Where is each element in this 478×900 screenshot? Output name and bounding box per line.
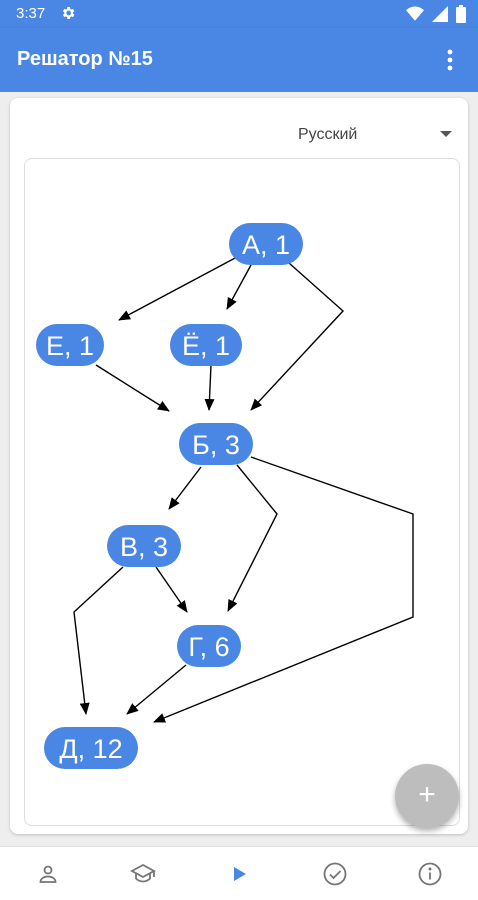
more-vert-icon[interactable]	[432, 42, 468, 78]
app-title: Решатор №15	[17, 48, 153, 70]
node-label: Е, 1	[46, 331, 94, 361]
graph-nodes: А, 1 Е, 1 Ё, 1 Б, 3	[36, 223, 303, 769]
nav-item-solve[interactable]	[191, 847, 287, 900]
graph-node[interactable]: Д, 12	[44, 727, 138, 769]
edge-b-g	[227, 464, 278, 612]
edge-e-b	[95, 364, 170, 412]
graph-frame: А, 1 Е, 1 Ё, 1 Б, 3	[24, 158, 460, 826]
dropdown-arrow-icon	[440, 131, 452, 137]
status-time: 3:37	[16, 5, 46, 22]
graph-node[interactable]: Е, 1	[36, 324, 104, 366]
edge-yo-b	[204, 364, 215, 411]
graph-node[interactable]: Б, 3	[179, 423, 253, 465]
play-icon	[233, 866, 246, 881]
status-bar: 3:37	[0, 0, 478, 28]
wifi-icon	[406, 6, 424, 21]
nav-item-check[interactable]	[287, 847, 383, 900]
edge-a-yo	[226, 264, 252, 310]
graph-card: Русский	[10, 98, 468, 834]
nav-item-info[interactable]	[382, 847, 478, 900]
add-icon: +	[418, 778, 436, 811]
language-selected: Русский	[298, 126, 358, 143]
node-label: А, 1	[242, 230, 290, 260]
app-bar: Решатор №15	[0, 28, 478, 92]
edge-b-v	[168, 466, 202, 510]
info-icon	[418, 862, 442, 885]
node-label: Ё, 1	[182, 331, 230, 361]
node-label: Д, 12	[59, 734, 122, 764]
edge-v-g	[155, 566, 188, 613]
graph-node[interactable]: Ё, 1	[170, 324, 242, 366]
bottom-navigation	[0, 846, 478, 900]
graph-canvas: А, 1 Е, 1 Ё, 1 Б, 3	[36, 223, 414, 769]
node-label: Б, 3	[192, 430, 240, 460]
graph-node[interactable]: В, 3	[107, 525, 181, 567]
check-circle-icon	[323, 862, 346, 885]
person-icon	[39, 865, 57, 883]
edge-a-b	[250, 262, 344, 411]
settings-gear-icon	[62, 7, 75, 19]
edge-g-d	[126, 664, 187, 715]
nav-item-profile[interactable]	[0, 847, 96, 900]
battery-icon	[456, 5, 466, 23]
main-content: Русский	[0, 92, 478, 846]
node-label: Г, 6	[188, 632, 229, 662]
cellular-signal-icon	[432, 6, 448, 22]
language-dropdown[interactable]: Русский	[280, 120, 460, 152]
edge-a-e	[118, 256, 238, 321]
edge-v-d	[73, 566, 124, 715]
nav-item-learn[interactable]	[96, 847, 192, 900]
graph-node[interactable]: Г, 6	[177, 625, 241, 667]
graph-node[interactable]: А, 1	[229, 223, 303, 265]
add-fab-button[interactable]: +	[395, 764, 459, 828]
school-icon	[130, 863, 157, 882]
edge-b-d	[153, 456, 414, 723]
node-label: В, 3	[120, 532, 168, 562]
